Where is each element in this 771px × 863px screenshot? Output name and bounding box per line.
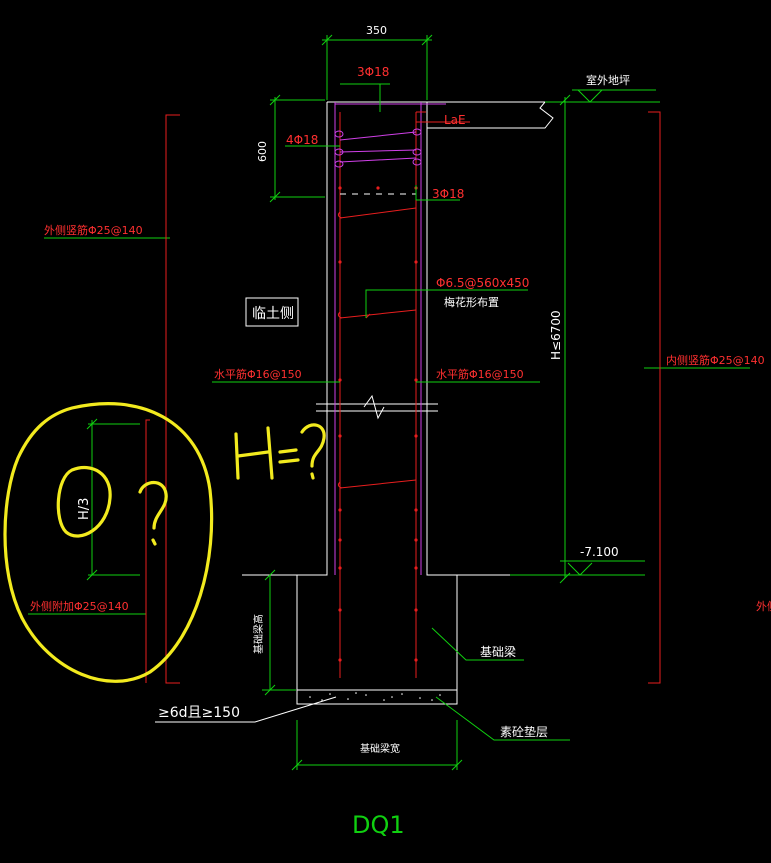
extent-lines bbox=[145, 111, 661, 684]
found-height-dim: 基础梁高 bbox=[252, 614, 265, 654]
markup-zero bbox=[56, 465, 112, 538]
markup-circle bbox=[3, 402, 214, 683]
found-width-dim: 基础梁宽 bbox=[360, 742, 400, 755]
tie-bar-label: Φ6.5@560x450 bbox=[436, 276, 529, 290]
top-stirrups bbox=[334, 128, 422, 168]
markup-h-equals bbox=[234, 426, 300, 480]
inner-vertical-label: 内侧竖筋Φ25@140 bbox=[666, 353, 765, 367]
top-zone-dim: 600 bbox=[256, 141, 269, 162]
wall-outline bbox=[242, 101, 554, 705]
bar-dots bbox=[338, 186, 418, 662]
ground-label: 室外地坪 bbox=[586, 73, 630, 87]
cushion-label: 素砼垫层 bbox=[500, 724, 548, 739]
height-dim: H≤6700 bbox=[549, 310, 563, 360]
annotations: 350 3Φ18 LaE 室外地坪 4Φ18 3Φ18 600 外侧竖筋Φ25@… bbox=[30, 24, 771, 839]
top-bars-label: 3Φ18 bbox=[357, 65, 389, 79]
markup-h-question bbox=[300, 423, 326, 480]
soil-side-box bbox=[245, 297, 299, 327]
leader-lines bbox=[28, 83, 750, 741]
rebar bbox=[337, 111, 470, 678]
outer-added-label: 外侧附加Φ25@140 bbox=[30, 599, 129, 613]
third-dim: H/3 bbox=[77, 498, 92, 520]
markup-question-mark bbox=[138, 480, 168, 546]
drawing-title: DQ1 bbox=[352, 811, 405, 839]
soil-side-label: 临土侧 bbox=[252, 306, 294, 322]
edge-partial-label: 外侧 bbox=[756, 600, 771, 613]
mid-bars-label: 4Φ18 bbox=[286, 133, 318, 147]
wall-faces bbox=[334, 102, 446, 575]
lap-label: ≥6d且≥150 bbox=[158, 705, 240, 721]
found-beam-label: 基础梁 bbox=[480, 644, 516, 659]
cushion-fill bbox=[309, 692, 441, 701]
horiz-left-label: 水平筋Φ16@150 bbox=[214, 367, 302, 381]
anchor-label: LaE bbox=[444, 113, 466, 127]
elevation-label: -7.100 bbox=[580, 545, 619, 559]
dimension-lines bbox=[86, 34, 660, 771]
lower-bars-label: 3Φ18 bbox=[432, 187, 464, 201]
tie-note-label: 梅花形布置 bbox=[444, 295, 499, 309]
hand-markup bbox=[3, 402, 326, 683]
width-dim: 350 bbox=[366, 24, 387, 37]
outer-vertical-label: 外侧竖筋Φ25@140 bbox=[44, 223, 143, 237]
horiz-right-label: 水平筋Φ16@150 bbox=[436, 367, 524, 381]
